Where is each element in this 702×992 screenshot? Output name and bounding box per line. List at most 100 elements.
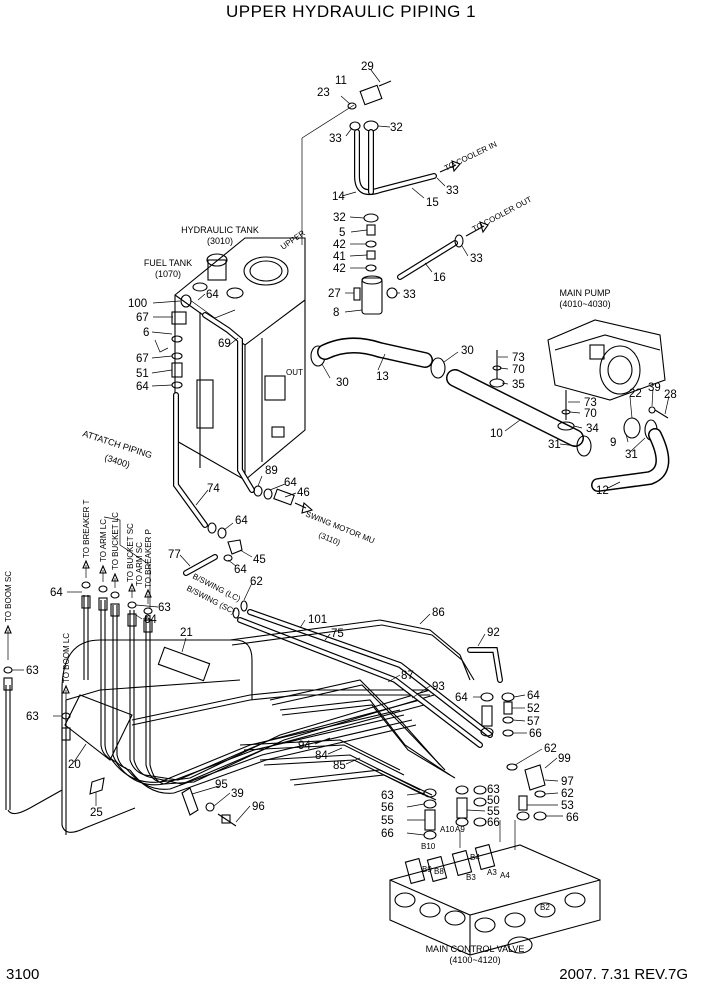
suction-group [310,319,670,492]
callout-34: 34 [586,423,599,435]
callout-9: 9 [610,437,616,449]
hydraulic-tank: UPPER OUT [154,228,307,528]
page-title: UPPER HYDRAULIC PIPING 1 [225,2,477,21]
callout-64b: 64 [136,381,149,393]
callout-16: 16 [433,272,446,284]
callout-31b: 31 [625,449,638,461]
adapter-5 [366,224,376,236]
callout-64a: 64 [206,289,219,301]
callout-73b: 73 [584,397,597,409]
callout-14: 14 [332,191,345,203]
callout-66b: 66 [566,812,579,824]
callout-15: 15 [426,197,439,209]
o-ring-23 [347,102,357,110]
callout-42b: 42 [333,263,346,275]
port-b9: B9 [422,865,432,874]
callout-70b: 70 [584,408,597,420]
arrow-cooler-out [465,225,485,237]
callout-23: 23 [317,87,330,99]
callout-8: 8 [333,307,339,319]
clamp-30b [430,357,446,379]
callout-45: 45 [253,554,266,566]
o-ring-64b [171,381,183,389]
callout-20: 20 [68,759,81,771]
to-arm-sc-label: TO ARM SC [135,542,144,586]
pipe-94 [239,739,401,771]
callout-63a: 63 [158,602,171,614]
o-ring-42 [365,240,377,248]
callout-86: 86 [432,607,445,619]
callout-55a: 55 [487,806,500,818]
clamp-33d [386,287,398,299]
callout-62a: 62 [250,576,263,588]
bolt-27 [353,287,361,301]
callout-64i: 64 [527,690,540,702]
callout-100: 100 [128,298,147,310]
callout-11: 11 [335,75,347,87]
clamp-33c [454,234,464,248]
callout-53: 53 [561,800,574,812]
callout-33c: 33 [470,253,483,265]
fitting-41 [366,250,376,260]
cooler-in-label: TO COOLER IN [443,140,499,173]
bracket-35 [489,378,505,388]
to-arm-lc-label: TO ARM LC [99,519,108,562]
washer-39b [205,802,215,812]
attach-piping-ref: (3400) [103,452,131,470]
leader-lines [12,69,670,836]
callout-10: 10 [490,428,503,440]
mcv-ref: (4100~4120) [449,955,500,965]
callout-30b: 30 [461,345,474,357]
block-11 [359,84,383,106]
bolt-29 [378,80,392,87]
callout-51: 51 [136,368,149,380]
to-breaker-p-label: TO BREAKER P [144,529,153,588]
callout-74: 74 [207,483,220,495]
callout-5: 5 [339,227,345,239]
hydraulic-tank-label: HYDRAULIC TANK [181,225,259,235]
callout-75: 75 [331,628,344,640]
callout-64c: 64 [284,477,297,489]
fitting-boom-lc [61,727,71,741]
callout-55b: 55 [381,815,394,827]
port-b4: B4 [470,853,480,862]
callout-46: 46 [297,487,310,499]
fitting-51 [171,362,183,378]
callout-85: 85 [333,760,346,772]
assembly-labels: HYDRAULIC TANK (3010) FUEL TANK (1070) M… [4,140,611,965]
callout-67a: 67 [136,312,149,324]
swing-motor-connection: SWING MOTOR MU (3110) [207,485,376,562]
o-ring-67b [171,352,183,360]
callout-6: 6 [143,327,149,339]
arrow-head-cooler-in [451,160,461,173]
callout-95: 95 [215,779,228,791]
fuel-tank-ref: (1070) [155,269,181,279]
main-pump-label: MAIN PUMP [559,288,610,298]
to-bucket-sc-label: TO BUCKET SC [126,523,135,582]
callout-62b: 62 [544,743,557,755]
callout-66d: 66 [381,828,394,840]
callout-22: 22 [629,388,642,400]
callout-63b: 63 [26,665,39,677]
callout-50: 50 [487,795,500,807]
callout-64f: 64 [50,587,63,599]
callout-87: 87 [401,670,414,682]
callout-63e: 63 [381,790,394,802]
bolt-25 [89,777,105,795]
cooler-out-label: TO COOLER OUT [471,195,534,234]
elbow-45 [227,539,243,555]
o-ring-67 [171,335,183,343]
callout-67b: 67 [136,353,149,365]
callout-62c: 62 [561,788,574,800]
callout-63d: 63 [487,784,500,796]
left-pipe-bundle [3,516,435,835]
pipe-85 [289,769,433,796]
plate-20 [64,694,133,761]
clamp-95 [181,787,199,816]
cooler-line-group [301,80,489,315]
to-breaker-t-label: TO BREAKER T [82,500,91,559]
callout-63c: 63 [26,711,39,723]
callout-13: 13 [376,371,389,383]
port-a9: A9 [455,825,465,834]
